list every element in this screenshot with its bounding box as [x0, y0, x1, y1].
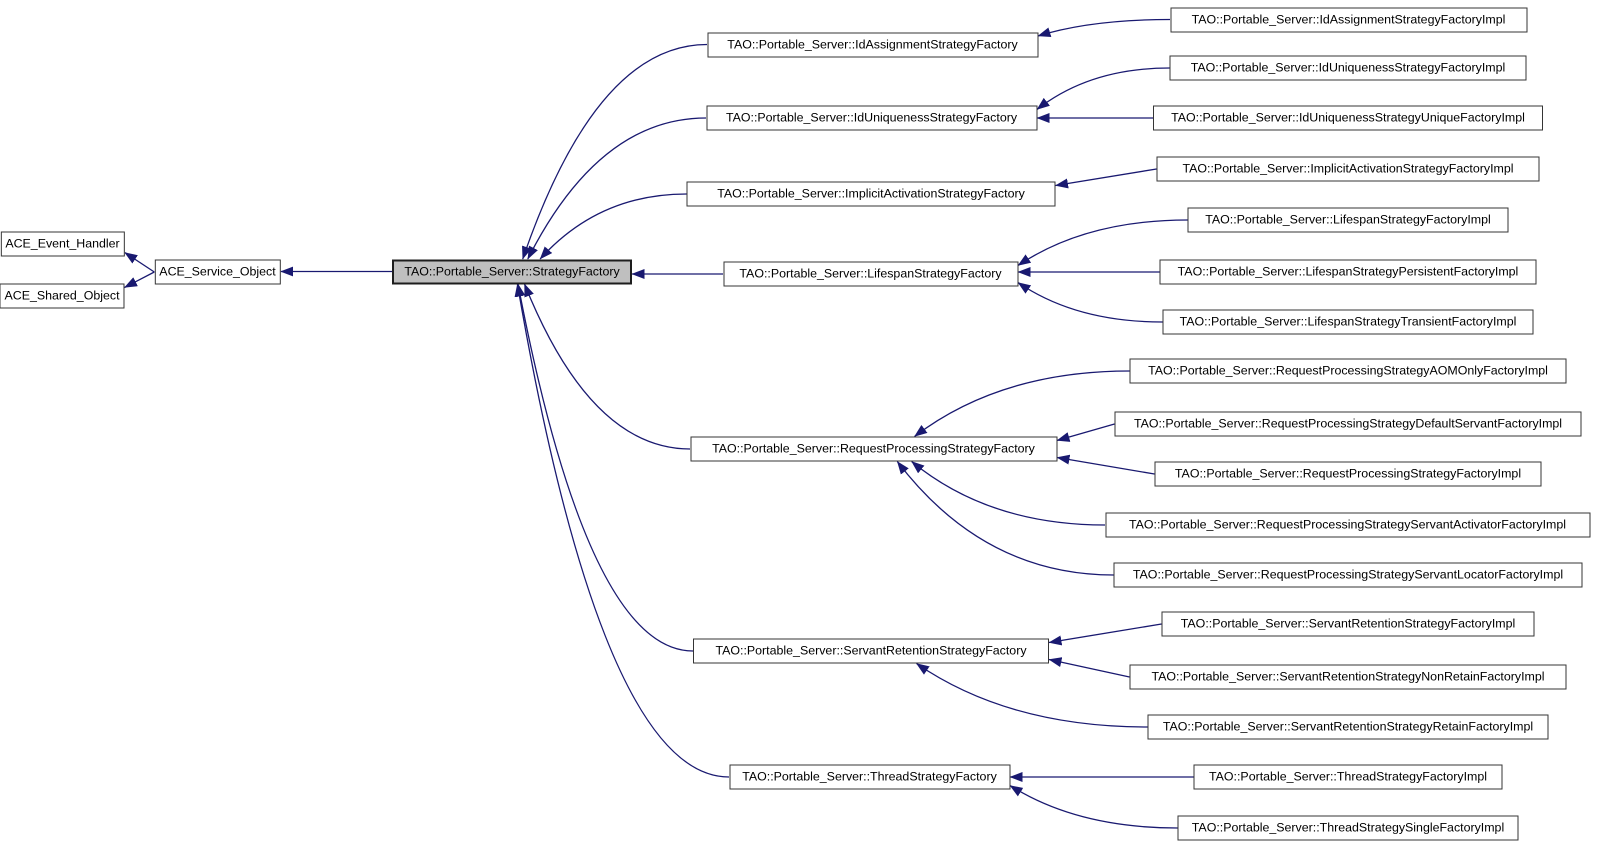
- inheritance-edge: [515, 283, 694, 652]
- node-thread-strategy-factory[interactable]: TAO::Portable_Server::ThreadStrategyFact…: [729, 764, 1010, 790]
- node-id-uniqueness-strategy-unique-factory-impl[interactable]: TAO::Portable_Server::IdUniquenessStrate…: [1153, 105, 1543, 131]
- node-lifespan-strategy-factory-impl[interactable]: TAO::Portable_Server::LifespanStrategyFa…: [1187, 207, 1509, 233]
- inheritance-edge: [1056, 454, 1155, 475]
- node-id-uniqueness-strategy-factory-impl[interactable]: TAO::Portable_Server::IdUniquenessStrate…: [1169, 55, 1527, 81]
- inheritance-edge: [911, 460, 1106, 526]
- node-servant-retention-strategy-factory[interactable]: TAO::Portable_Server::ServantRetentionSt…: [693, 638, 1049, 664]
- inheritance-edge: [1017, 281, 1163, 323]
- node-request-processing-strategy-default-servant-factory-impl[interactable]: TAO::Portable_Server::RequestProcessingS…: [1114, 411, 1582, 437]
- node-id-assignment-strategy-factory-impl[interactable]: TAO::Portable_Server::IdAssignmentStrate…: [1170, 7, 1527, 32]
- node-implicit-activation-strategy-factory-impl[interactable]: TAO::Portable_Server::ImplicitActivation…: [1156, 156, 1540, 182]
- inheritance-edge: [527, 117, 707, 260]
- node-ace-service-object[interactable]: ACE_Service_Object: [154, 259, 281, 285]
- inheritance-edge: [1055, 168, 1157, 189]
- node-thread-strategy-single-factory-impl[interactable]: TAO::Portable_Server::ThreadStrategySing…: [1177, 815, 1519, 841]
- node-ace-event-handler[interactable]: ACE_Event_Handler: [0, 231, 125, 257]
- inheritance-edge: [1009, 784, 1178, 829]
- inheritance-edge: [916, 662, 1148, 728]
- node-lifespan-strategy-persistent-factory-impl[interactable]: TAO::Portable_Server::LifespanStrategyPe…: [1159, 259, 1537, 285]
- inheritance-edge: [1037, 18, 1171, 38]
- inheritance-edge: [1048, 657, 1130, 678]
- node-request-processing-strategy-servant-activator-factory-impl[interactable]: TAO::Portable_Server::RequestProcessingS…: [1105, 512, 1590, 538]
- inheritance-edge: [522, 43, 708, 260]
- inheritance-edge: [124, 251, 155, 273]
- node-request-processing-strategy-aomonly-factory-impl[interactable]: TAO::Portable_Server::RequestProcessingS…: [1129, 358, 1567, 384]
- node-servant-retention-strategy-nonretain-factory-impl[interactable]: TAO::Portable_Server::ServantRetentionSt…: [1129, 664, 1567, 690]
- inheritance-edge: [1048, 623, 1162, 646]
- inheritance-edge: [1017, 219, 1188, 267]
- inheritance-edge: [523, 283, 691, 450]
- node-request-processing-strategy-factory[interactable]: TAO::Portable_Server::RequestProcessingS…: [690, 436, 1057, 462]
- node-id-assignment-strategy-factory[interactable]: TAO::Portable_Server::IdAssignmentStrate…: [707, 32, 1038, 57]
- inheritance-edge: [1036, 67, 1170, 111]
- node-lifespan-strategy-factory[interactable]: TAO::Portable_Server::LifespanStrategyFa…: [723, 261, 1018, 287]
- node-ace-shared-object[interactable]: ACE_Shared_Object: [0, 283, 125, 309]
- inheritance-edge: [124, 271, 155, 289]
- inheritance-edge: [514, 283, 730, 778]
- node-servant-retention-strategy-factory-impl[interactable]: TAO::Portable_Server::ServantRetentionSt…: [1161, 611, 1535, 637]
- node-lifespan-strategy-transient-factory-impl[interactable]: TAO::Portable_Server::LifespanStrategyTr…: [1162, 309, 1534, 335]
- inheritance-edge: [914, 370, 1130, 438]
- node-id-uniqueness-strategy-factory[interactable]: TAO::Portable_Server::IdUniquenessStrate…: [706, 105, 1037, 131]
- node-request-processing-strategy-factory-impl[interactable]: TAO::Portable_Server::RequestProcessingS…: [1154, 461, 1542, 487]
- inheritance-edge: [896, 461, 1114, 576]
- node-implicit-activation-strategy-factory[interactable]: TAO::Portable_Server::ImplicitActivation…: [686, 181, 1056, 207]
- node-request-processing-strategy-servant-locator-factory-impl[interactable]: TAO::Portable_Server::RequestProcessingS…: [1113, 562, 1583, 588]
- node-servant-retention-strategy-retain-factory-impl[interactable]: TAO::Portable_Server::ServantRetentionSt…: [1147, 714, 1549, 740]
- inheritance-edge: [1056, 423, 1115, 442]
- node-strategy-factory-current: TAO::Portable_Server::StrategyFactory: [392, 259, 632, 284]
- inheritance-edge: [539, 193, 687, 260]
- node-thread-strategy-factory-impl[interactable]: TAO::Portable_Server::ThreadStrategyFact…: [1193, 764, 1503, 790]
